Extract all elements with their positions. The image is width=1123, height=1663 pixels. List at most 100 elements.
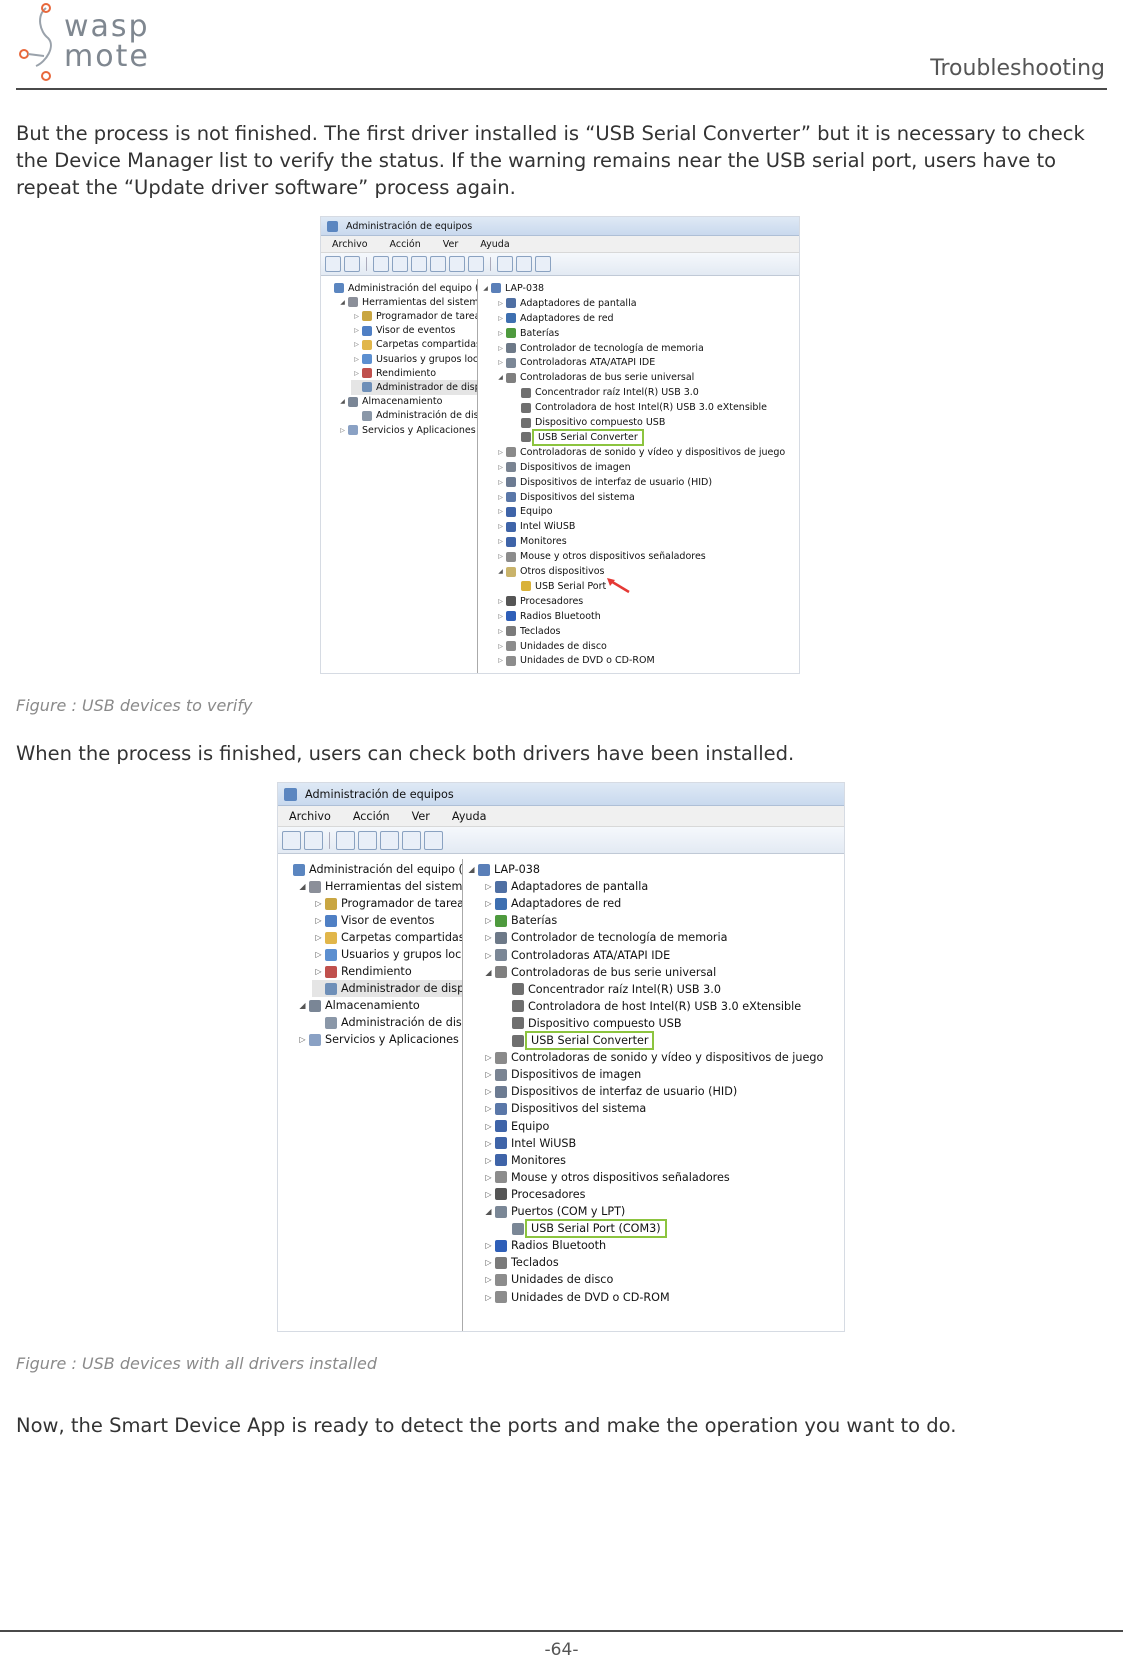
expanded-arrow-icon[interactable]: ◢ <box>485 967 492 977</box>
collapsed-arrow-icon[interactable]: ▷ <box>485 1087 492 1097</box>
forward-icon[interactable] <box>304 830 323 850</box>
tree-item[interactable]: ▷Procesadores <box>482 1186 585 1203</box>
collapsed-arrow-icon[interactable]: ▷ <box>485 1258 492 1268</box>
tree-item[interactable]: Administrador de dispo <box>312 980 462 997</box>
tree-item[interactable]: ▷Rendimiento <box>351 366 436 380</box>
menu-ver[interactable]: Ver <box>411 809 430 823</box>
collapsed-arrow-icon[interactable]: ▷ <box>485 1275 492 1285</box>
tree-item[interactable]: USB Serial Port (COM3) <box>499 1219 667 1239</box>
tree-item[interactable]: ▷Intel WiUSB <box>482 1135 576 1152</box>
tree-item[interactable]: ▷Equipo <box>482 1118 549 1135</box>
expanded-arrow-icon[interactable]: ◢ <box>498 568 503 576</box>
tree-item[interactable]: Controladora de host Intel(R) USB 3.0 eX… <box>499 998 801 1015</box>
collapsed-arrow-icon[interactable]: ▷ <box>498 314 503 322</box>
tree-item[interactable]: ◢Almacenamiento <box>296 997 419 1014</box>
tree-item[interactable]: ▷Controladoras de sonido y vídeo y dispo… <box>482 1049 823 1066</box>
expanded-arrow-icon[interactable]: ◢ <box>468 865 475 875</box>
tree-item[interactable]: ▷Controlador de tecnología de memoria <box>482 929 727 946</box>
collapsed-arrow-icon[interactable]: ▷ <box>315 950 322 959</box>
collapsed-arrow-icon[interactable]: ▷ <box>498 448 503 456</box>
tree-item[interactable]: ▷Radios Bluetooth <box>482 1237 606 1254</box>
tree-item[interactable]: ▷Programador de tareas <box>351 309 477 323</box>
back-icon[interactable] <box>282 830 301 850</box>
tree-item[interactable]: USB Serial Converter <box>499 1031 655 1051</box>
tree-item[interactable]: ▷Equipo <box>495 505 552 520</box>
collapsed-arrow-icon[interactable]: ▷ <box>485 1292 492 1302</box>
collapsed-arrow-icon[interactable]: ▷ <box>299 1035 306 1044</box>
tree-item[interactable]: ▷Baterías <box>482 912 557 929</box>
menu-accion[interactable]: Acción <box>389 238 421 250</box>
tree-item[interactable]: ◢LAP-038 <box>465 861 540 878</box>
expanded-arrow-icon[interactable]: ◢ <box>340 298 345 306</box>
tree-item[interactable]: ◢Herramientas del sistema <box>337 295 477 309</box>
tree-item[interactable]: ▷Adaptadores de pantalla <box>482 878 648 895</box>
help-icon[interactable] <box>430 256 446 272</box>
tree-item[interactable]: ◢Controladoras de bus serie universal <box>495 370 694 385</box>
forward-icon[interactable] <box>344 256 360 272</box>
collapsed-arrow-icon[interactable]: ▷ <box>498 299 503 307</box>
tree-item[interactable]: ▷Unidades de DVD o CD-ROM <box>482 1289 669 1306</box>
collapsed-arrow-icon[interactable]: ▷ <box>354 369 359 377</box>
tree-item[interactable]: ▷Carpetas compartidas <box>351 338 477 352</box>
collapsed-arrow-icon[interactable]: ▷ <box>485 1155 492 1165</box>
collapsed-arrow-icon[interactable]: ▷ <box>315 933 322 942</box>
tree-item[interactable]: ▷Intel WiUSB <box>495 519 575 534</box>
tree-item[interactable]: ▷Unidades de DVD o CD-ROM <box>495 654 654 669</box>
tree-item[interactable]: ▷Controladoras de sonido y vídeo y dispo… <box>495 445 785 460</box>
scan-hardware-icon[interactable] <box>468 256 484 272</box>
collapsed-arrow-icon[interactable]: ▷ <box>485 950 492 960</box>
tree-item[interactable]: ▷Procesadores <box>495 594 583 609</box>
collapsed-arrow-icon[interactable]: ▷ <box>498 329 503 337</box>
tree-item[interactable]: Concentrador raíz Intel(R) USB 3.0 <box>499 981 721 998</box>
scan-hardware-icon[interactable] <box>424 830 443 850</box>
menu-ayuda[interactable]: Ayuda <box>451 809 487 823</box>
update-driver-icon[interactable] <box>497 256 513 272</box>
tree-item[interactable]: ▷Dispositivos de imagen <box>482 1066 641 1083</box>
collapsed-arrow-icon[interactable]: ▷ <box>340 426 345 434</box>
tree-item[interactable]: ▷Controladoras ATA/ATAPI IDE <box>482 947 670 964</box>
tree-item[interactable]: ▷Baterías <box>495 326 559 341</box>
collapsed-arrow-icon[interactable]: ▷ <box>485 1104 492 1114</box>
tree-item[interactable]: ▷Rendimiento <box>312 963 411 980</box>
tree-item[interactable]: ▷Monitores <box>482 1152 566 1169</box>
tree-item[interactable]: ▷Servicios y Aplicaciones <box>296 1031 458 1048</box>
collapsed-arrow-icon[interactable]: ▷ <box>354 312 359 320</box>
tree-item[interactable]: ▷Adaptadores de red <box>495 311 613 326</box>
collapsed-arrow-icon[interactable]: ▷ <box>498 523 503 531</box>
tree-item[interactable]: Concentrador raíz Intel(R) USB 3.0 <box>510 385 699 400</box>
tree-item[interactable]: ▷Controladoras ATA/ATAPI IDE <box>495 356 655 371</box>
enable-device-icon[interactable] <box>535 256 551 272</box>
tree-item[interactable]: ▷Radios Bluetooth <box>495 609 601 624</box>
collapsed-arrow-icon[interactable]: ▷ <box>485 1121 492 1131</box>
back-icon[interactable] <box>325 256 341 272</box>
tree-item[interactable]: ▷Programador de tareas <box>312 895 462 912</box>
show-hide-tree-icon[interactable] <box>358 830 377 850</box>
tree-item[interactable]: ▷Teclados <box>495 624 560 639</box>
tree-item[interactable]: USB Serial Port <box>510 579 606 594</box>
tree-item[interactable]: ▷Mouse y otros dispositivos señaladores <box>482 1169 729 1186</box>
expanded-arrow-icon[interactable]: ◢ <box>485 1207 492 1217</box>
tree-item[interactable]: ▷Unidades de disco <box>482 1271 613 1288</box>
expanded-arrow-icon[interactable]: ◢ <box>498 374 503 382</box>
collapsed-arrow-icon[interactable]: ▷ <box>498 538 503 546</box>
tree-item[interactable]: ▷Dispositivos del sistema <box>495 490 635 505</box>
expanded-arrow-icon[interactable]: ◢ <box>299 882 306 891</box>
tree-item[interactable]: ◢Almacenamiento <box>337 395 442 409</box>
menu-accion[interactable]: Acción <box>352 809 390 823</box>
action-pane-icon[interactable] <box>402 830 421 850</box>
tree-item[interactable]: ▷Controlador de tecnología de memoria <box>495 341 704 356</box>
tree-item[interactable]: ◢Otros dispositivos <box>495 564 604 579</box>
collapsed-arrow-icon[interactable]: ▷ <box>485 916 492 926</box>
tree-item[interactable]: ▷Dispositivos del sistema <box>482 1100 646 1117</box>
collapsed-arrow-icon[interactable]: ▷ <box>354 355 359 363</box>
tree-item[interactable]: ▷Dispositivos de interfaz de usuario (HI… <box>495 475 712 490</box>
collapsed-arrow-icon[interactable]: ▷ <box>315 916 322 925</box>
tree-item[interactable]: Administración de disco <box>351 409 477 423</box>
collapsed-arrow-icon[interactable]: ▷ <box>498 359 503 367</box>
collapsed-arrow-icon[interactable]: ▷ <box>498 344 503 352</box>
collapsed-arrow-icon[interactable]: ▷ <box>498 463 503 471</box>
collapsed-arrow-icon[interactable]: ▷ <box>485 1070 492 1080</box>
tree-item[interactable]: ▷Mouse y otros dispositivos señaladores <box>495 549 706 564</box>
tree-item[interactable]: Dispositivo compuesto USB <box>510 415 665 430</box>
collapsed-arrow-icon[interactable]: ▷ <box>498 478 503 486</box>
